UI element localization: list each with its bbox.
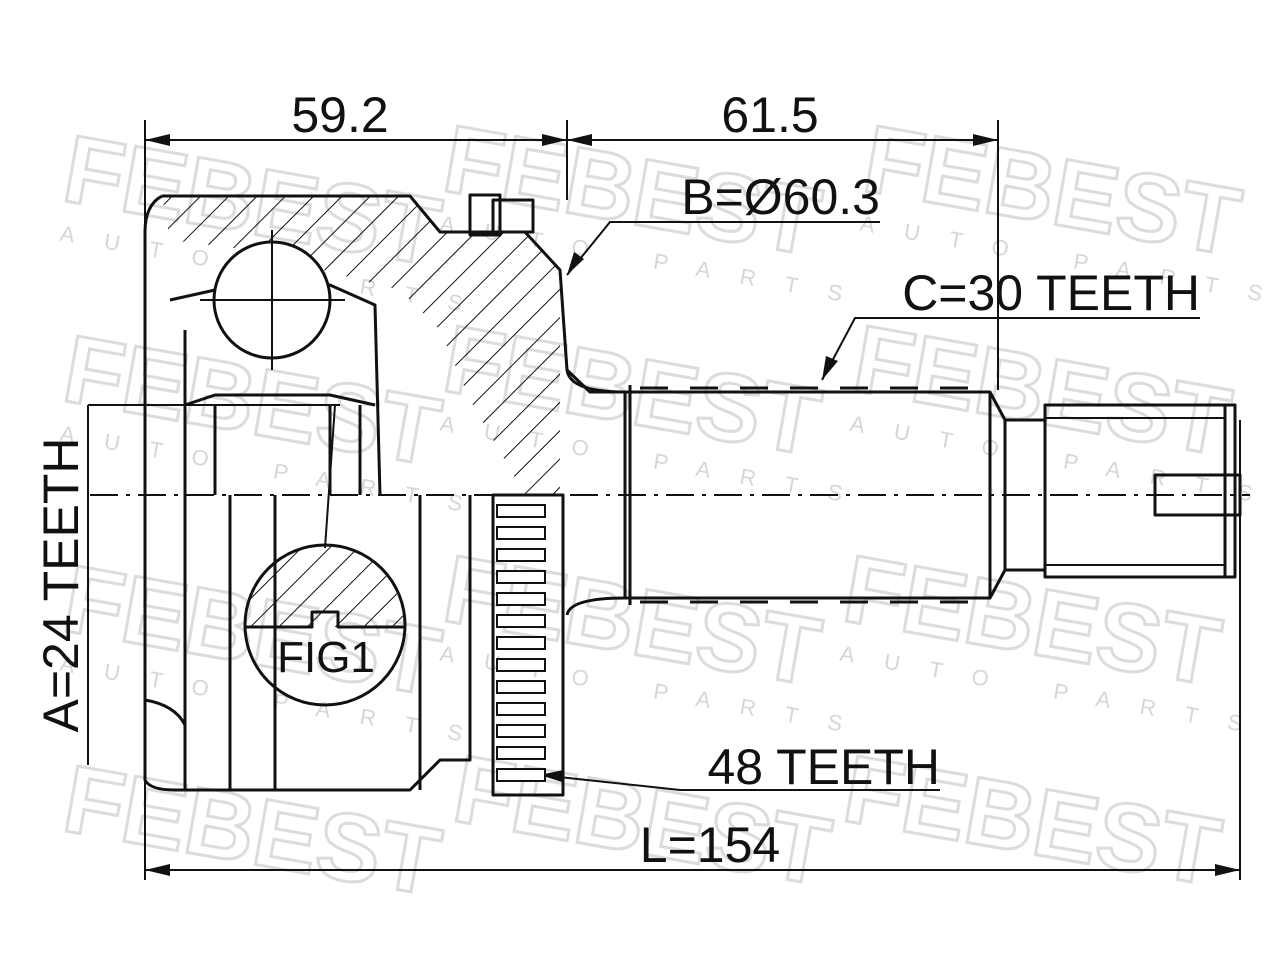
abs-ring [468,193,565,797]
spline-c-label: C=30 TEETH [902,265,1200,321]
abs-tooth [496,592,546,606]
abs-tooth [496,614,546,628]
abs-tooth [496,724,546,738]
dimension-61-5-label: 61.5 [721,87,818,143]
ball-bearing [200,230,345,370]
abs-tooth [496,526,546,540]
abs-tooth [496,702,546,716]
abs-tooth [496,658,546,672]
abs-tooth [496,548,546,562]
shaft [565,369,1242,616]
abs-tooth [496,570,546,584]
spline-a-label: A=24 TEETH [33,437,89,732]
total-length-label: L=154 [640,817,780,873]
abs-tooth [496,746,546,760]
abs-tooth [496,504,546,518]
abs-tooth [496,680,546,694]
bore-diameter-label: B=Ø60.3 [681,169,880,225]
dimension-59-2-label: 59.2 [291,87,388,143]
abs-tooth [496,636,546,650]
watermark-brand: FEBEST [56,745,448,916]
fig1-label: FIG1 [277,633,375,682]
abs-ring-teeth-label: 48 TEETH [708,739,941,795]
abs-tooth [496,768,546,782]
